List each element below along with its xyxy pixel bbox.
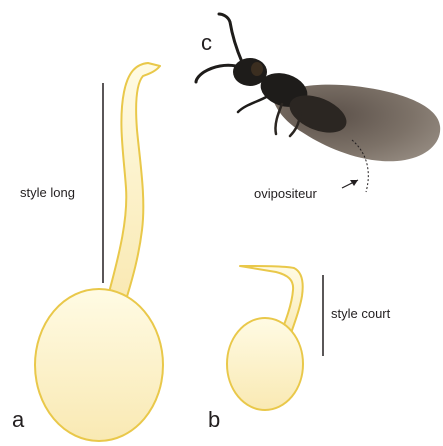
- wasp-antenna-lower: [196, 65, 236, 82]
- wasp-leg-front: [238, 96, 268, 112]
- panel-letter-c: c: [201, 30, 212, 55]
- panel-letter-a: a: [12, 407, 25, 432]
- flower-short-style: [227, 266, 303, 410]
- wasp-eye: [251, 62, 263, 76]
- long-style: [108, 63, 160, 300]
- wasp: [196, 14, 440, 161]
- style-court-label: style court: [331, 306, 391, 321]
- ovipositeur-label: ovipositeur: [254, 186, 318, 201]
- ovary-a: [35, 289, 163, 441]
- panel-letter-b: b: [208, 407, 220, 432]
- style-long-label: style long: [20, 185, 75, 200]
- flower-long-style: [35, 63, 163, 441]
- ovary-b: [227, 318, 303, 410]
- wasp-antenna-upper: [219, 14, 242, 62]
